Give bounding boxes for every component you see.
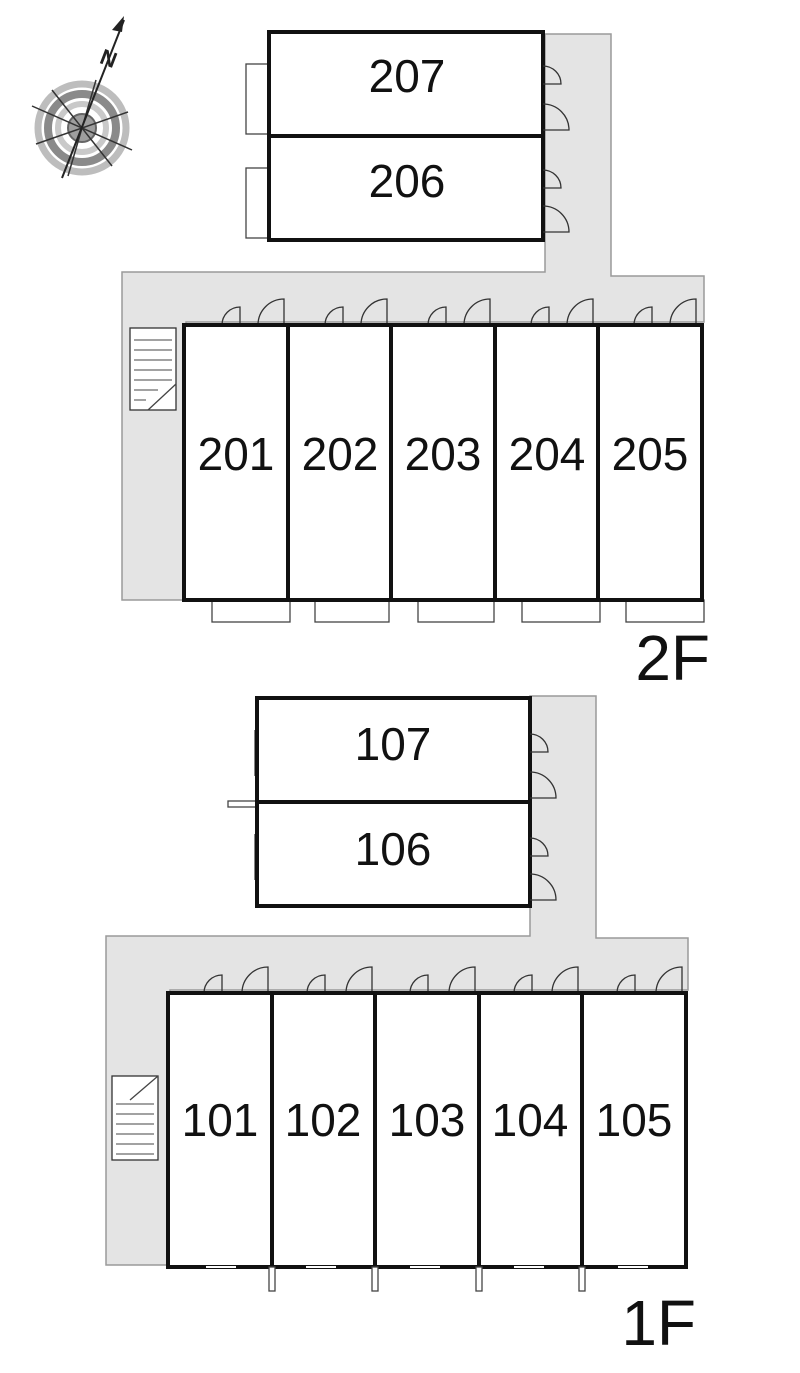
unit-label-201: 201 [198, 428, 275, 480]
unit-label-205: 205 [612, 428, 689, 480]
unit-label-103: 103 [389, 1094, 466, 1146]
unit-203 [389, 323, 497, 602]
unit-label-101: 101 [182, 1094, 259, 1146]
door-icons-107-106 [529, 733, 557, 901]
bottom-fixtures-1f [206, 1266, 648, 1292]
unit-label-203: 203 [405, 428, 482, 480]
unit-202 [286, 323, 393, 602]
compass-north-label: N [97, 44, 121, 73]
unit-label-104: 104 [492, 1094, 569, 1146]
unit-102 [270, 991, 377, 1269]
door-icons-207-206 [542, 65, 570, 233]
unit-label-202: 202 [302, 428, 379, 480]
door-icons-201-205 [221, 298, 697, 326]
balconies-201-205 [211, 599, 705, 623]
unit-label-107: 107 [355, 718, 432, 770]
floor-1f: 107 106 101 102 103 [105, 695, 696, 1359]
floor-label-1f: 1F [621, 1287, 696, 1359]
unit-101 [166, 991, 274, 1269]
unit-204 [493, 323, 600, 602]
unit-105 [580, 991, 688, 1269]
balcony-206 [245, 167, 269, 239]
walkway-1f [105, 695, 689, 1266]
balcony-207 [245, 63, 269, 135]
unit-107 [255, 696, 532, 804]
compass-icon: N [31, 16, 133, 179]
unit-103 [373, 991, 481, 1269]
staircase-1f [111, 1075, 159, 1161]
unit-label-106: 106 [355, 823, 432, 875]
unit-106 [255, 800, 532, 908]
unit-label-105: 105 [596, 1094, 673, 1146]
door-icons-101-105 [203, 966, 683, 994]
unit-label-206: 206 [369, 155, 446, 207]
unit-104 [477, 991, 584, 1269]
unit-label-207: 207 [369, 50, 446, 102]
floor-2f: 207 206 [121, 30, 710, 694]
unit-label-102: 102 [285, 1094, 362, 1146]
staircase-2f [129, 327, 177, 411]
unit-205 [596, 323, 704, 602]
floor-label-2f: 2F [635, 622, 710, 694]
walkway-2f [121, 33, 705, 601]
unit-label-204: 204 [509, 428, 586, 480]
unit-206 [267, 134, 545, 242]
fixture-1f [227, 800, 257, 808]
